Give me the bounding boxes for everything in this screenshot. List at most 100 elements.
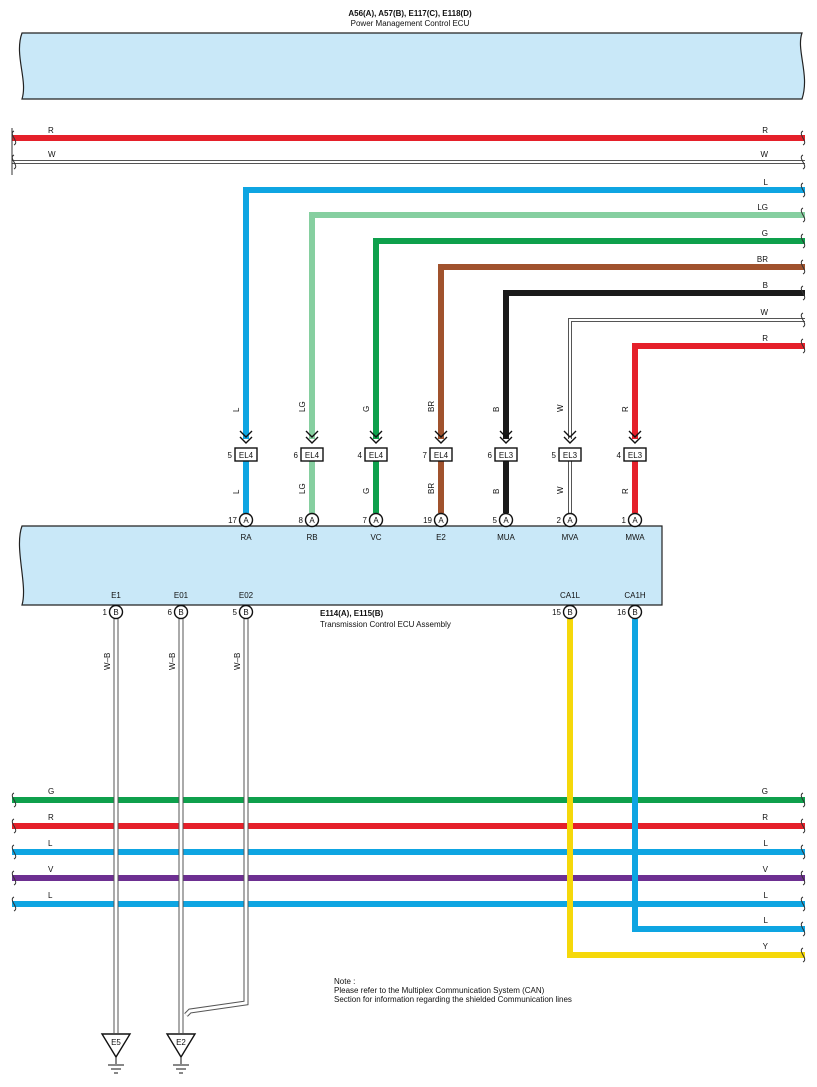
harness-wire-right-label: R [762,334,768,343]
harness-wire-mwa [632,343,805,439]
ecu-pin-circle [627,512,643,528]
harness-wire-lower-label: R [621,488,630,494]
ecu-pin-circle [433,512,449,528]
top-bus-left-label: R [48,126,54,135]
bottom-bus-left-label: L [48,891,53,900]
inline-connector-label: EL4 [369,451,384,460]
inline-connector [429,447,453,462]
ecu-pin-circle [304,512,320,528]
ground-wire-label: W–B [168,653,177,670]
ground-point-label: E5 [111,1038,121,1047]
ecu-pin-number: 5 [233,608,238,617]
ecu-terminal-name: VC [370,533,381,542]
wire-layer [11,128,806,1033]
bottom-bus-left-label: R [48,813,54,822]
top-bus-break-left [11,154,17,170]
ecu-pin-connector: A [373,516,379,525]
harness-wire-right-label: L [764,178,769,187]
harness-wire-mua [503,290,805,439]
bottom-bus-right-label: G [762,787,768,796]
ground-symbol-icon [165,1033,197,1059]
ecu-pin-circle [173,604,189,620]
can-terminal-name: CA1H [624,591,646,600]
can-wire-right-label: Y [763,942,769,951]
inline-connector-label: EL4 [305,451,320,460]
harness-wire-upper-label: L [232,407,241,412]
ecu-pin-connector: B [243,608,248,617]
ecu-terminal-name: E2 [436,533,446,542]
ecu-pin-connector: B [632,608,637,617]
ecu-pin-connector: B [567,608,572,617]
harness-wire-lower-label: BR [427,483,436,494]
can-wire-ca1l [567,619,805,958]
ecu-terminal-name: MVA [562,533,579,542]
bottom-bus-left-label: L [48,839,53,848]
inline-connector-label: EL4 [239,451,254,460]
ecu-pin-circle [238,604,254,620]
inline-connector-pin: 5 [552,451,557,460]
ecu-pin-connector: B [178,608,183,617]
bottom-bus-break-left [11,844,17,860]
bottom-bus-break-left [11,870,17,886]
harness-wire-rb [309,212,805,439]
ecu-pin-connector: A [632,516,638,525]
harness-wire-right-label: B [763,281,768,290]
ground-terminal-name: E01 [174,591,189,600]
harness-wire-right-label: LG [757,203,768,212]
harness-wire-break [800,285,806,301]
harness-wire-break [800,182,806,198]
ground-symbol-icon [100,1033,132,1059]
harness-wire-break [800,207,806,223]
ecu-pin-connector: A [567,516,573,525]
ecu-pin-connector: A [503,516,509,525]
ecu-pin-connector: A [243,516,249,525]
ecu-layer [18,32,806,606]
ecu-pin-circle [562,512,578,528]
harness-wire-e2 [438,264,805,439]
harness-wire-lower-label: G [362,488,371,494]
bottom-bus-break-left [11,818,17,834]
top-bus-break-left [11,130,17,146]
harness-wire-upper-label: LG [298,401,307,412]
harness-wire-right-label: G [762,229,768,238]
harness-wire-break [800,259,806,275]
ecu-pin-number: 8 [299,516,304,525]
can-wire-break [800,947,806,963]
top-bus-break-right [800,130,806,146]
connector-arrow-icon [628,430,642,444]
top-ecu-subtitle: Power Management Control ECU [351,19,470,28]
ecu-pin-circle [627,604,643,620]
bottom-bus-break-left [11,896,17,912]
inline-connector [494,447,518,462]
inline-connector-label: EL3 [499,451,514,460]
can-terminal-name: CA1L [560,591,581,600]
top-ecu-title: A56(A), A57(B), E117(C), E118(D) [348,9,472,18]
ecu-terminal-name: MUA [497,533,515,542]
ecu-pin-number: 17 [228,516,237,525]
ecu-pin-number: 2 [557,516,562,525]
ground-terminal-name: E02 [239,591,254,600]
ground-wire-e02 [184,619,248,1017]
harness-wire-break [800,233,806,249]
connector-arrow-icon [563,430,577,444]
bottom-bus-right-label: V [763,865,769,874]
bottom-ecu-subtitle: Transmission Control ECU Assembly [320,620,451,629]
bottom-bus-right-label: R [762,813,768,822]
harness-wire-upper-label: W [556,404,565,412]
ecu-pin-connector: A [309,516,315,525]
top-bus-break-right [800,154,806,170]
inline-connector-pin: 6 [488,451,493,460]
ecu-pin-connector: B [113,608,118,617]
bottom-bus-right-label: L [764,839,769,848]
ecu-pin-number: 5 [493,516,498,525]
bottom-bus-break-right [800,792,806,808]
inline-connector [300,447,324,462]
ground-wire-e02-outline [184,619,249,1017]
connector-arrow-icon [305,430,319,444]
ecu-pin-number: 19 [423,516,432,525]
bottom-bus-break-right [800,844,806,860]
ecu-pin-number: 7 [363,516,368,525]
ecu-pin-circle [368,512,384,528]
ground-wire-label: W–B [233,653,242,670]
